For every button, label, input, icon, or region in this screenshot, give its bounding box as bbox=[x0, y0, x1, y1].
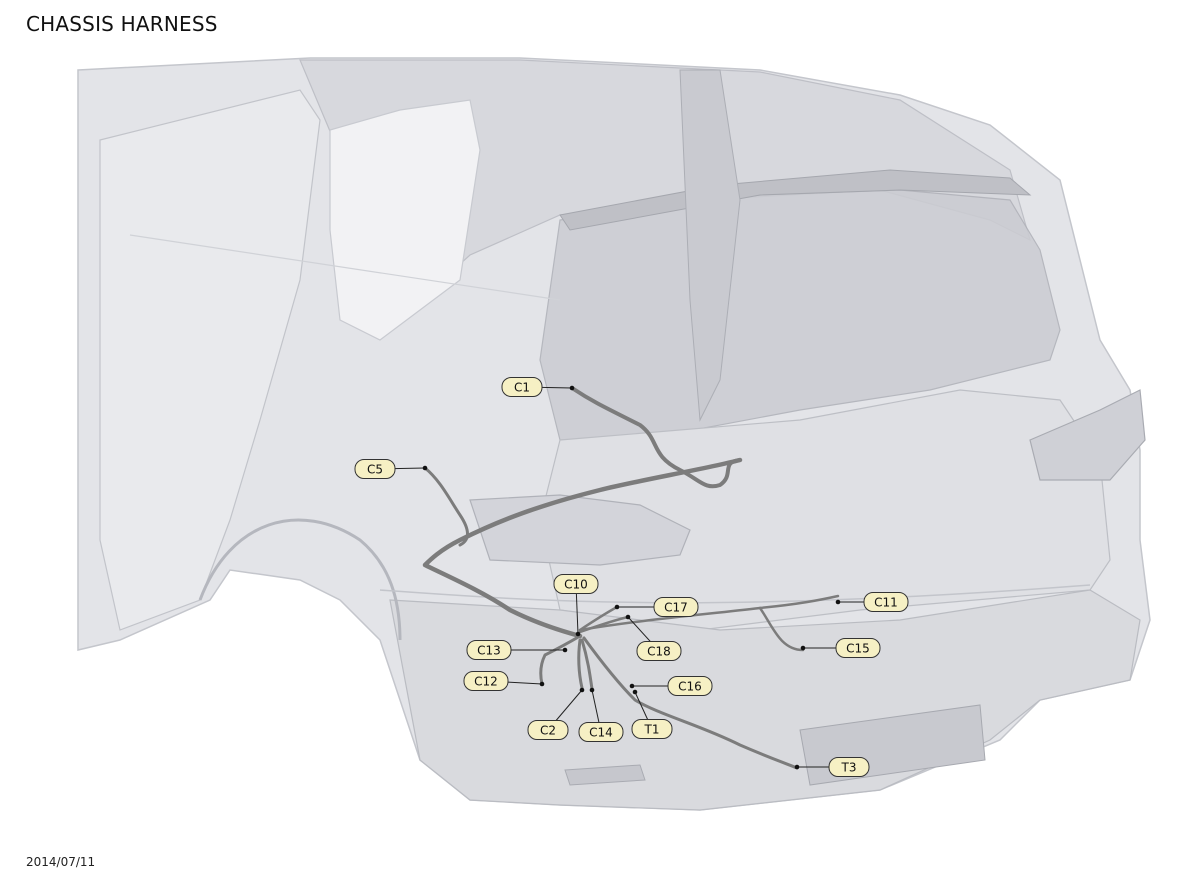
side-window bbox=[329, 99, 481, 341]
callout-t1: T1 bbox=[631, 689, 673, 739]
callout-label: T3 bbox=[841, 761, 857, 775]
harness-wiring bbox=[422, 386, 840, 770]
harness-branch-c13 bbox=[539, 634, 582, 686]
harness-branch-c17 bbox=[578, 605, 619, 632]
callout-c2: C2 bbox=[527, 687, 585, 740]
callout-label: C17 bbox=[664, 601, 688, 615]
callout-t3: T3 bbox=[794, 757, 870, 777]
callout-c13: C13 bbox=[466, 640, 568, 660]
connector-point bbox=[625, 614, 631, 620]
harness-branch-c14 bbox=[580, 638, 594, 691]
callout-label: C13 bbox=[477, 644, 501, 658]
callout-label: C5 bbox=[367, 463, 383, 477]
rear-door-opening bbox=[99, 89, 321, 631]
callout-label: T1 bbox=[644, 723, 660, 737]
body-crease bbox=[379, 584, 1091, 604]
tailgate bbox=[539, 389, 1111, 631]
connector-point bbox=[835, 599, 841, 605]
callout-box bbox=[636, 641, 682, 661]
rear-pillar bbox=[679, 69, 741, 422]
callout-box bbox=[578, 722, 624, 742]
connector-point bbox=[569, 385, 575, 391]
callout-box bbox=[527, 720, 569, 740]
connector-point bbox=[632, 689, 638, 695]
callout-label: C15 bbox=[846, 642, 870, 656]
callout-label: C1 bbox=[514, 381, 530, 395]
callout-box bbox=[667, 676, 713, 696]
vehicle-body bbox=[77, 57, 1151, 811]
callout-box bbox=[631, 719, 673, 739]
harness-branch-c2 bbox=[577, 638, 584, 690]
harness-trunk bbox=[422, 457, 743, 639]
connector-point bbox=[800, 645, 806, 651]
callout-c11: C11 bbox=[835, 592, 909, 612]
connector-point bbox=[794, 764, 800, 770]
callout-c5: C5 bbox=[354, 459, 428, 479]
connector-point bbox=[614, 604, 620, 610]
harness-branch-c5 bbox=[423, 466, 469, 547]
callout-box bbox=[354, 459, 396, 479]
body-crease bbox=[129, 234, 561, 301]
callout-box bbox=[463, 671, 509, 691]
lower-reflector bbox=[564, 764, 646, 786]
callout-label: C2 bbox=[540, 724, 556, 738]
connector-point bbox=[629, 683, 635, 689]
callout-box bbox=[501, 377, 543, 397]
harness-branch-c11 bbox=[578, 594, 840, 632]
callout-box bbox=[553, 574, 599, 594]
callout-c10: C10 bbox=[553, 574, 599, 637]
callout-label: C11 bbox=[874, 596, 898, 610]
page-date: 2014/07/11 bbox=[26, 855, 96, 869]
callout-c1: C1 bbox=[501, 377, 575, 397]
connector-point bbox=[575, 631, 581, 637]
harness-branch-c1 bbox=[570, 386, 742, 489]
connector-point bbox=[539, 681, 545, 687]
connector-point bbox=[562, 647, 568, 653]
tail-lamp bbox=[1029, 389, 1146, 481]
harness-branch-c15 bbox=[758, 606, 805, 652]
callout-label: C14 bbox=[589, 726, 613, 740]
connector-point bbox=[422, 465, 428, 471]
callout-label: C18 bbox=[647, 645, 671, 659]
harness-branch-c18 bbox=[578, 615, 630, 634]
callout-c17: C17 bbox=[614, 597, 699, 617]
connector-point bbox=[579, 687, 585, 693]
harness-branch-t3 bbox=[582, 636, 799, 770]
callout-box bbox=[653, 597, 699, 617]
callout-c12: C12 bbox=[463, 671, 545, 691]
page-title: CHASSIS HARNESS bbox=[26, 12, 218, 36]
callout-c15: C15 bbox=[800, 638, 881, 658]
callout-box bbox=[863, 592, 909, 612]
callout-label: C12 bbox=[474, 675, 498, 689]
callout-c16: C16 bbox=[629, 676, 713, 696]
callout-box bbox=[466, 640, 512, 660]
callout-c18: C18 bbox=[625, 614, 682, 661]
callout-c14: C14 bbox=[578, 687, 624, 742]
callout-box bbox=[828, 757, 870, 777]
callout-box bbox=[835, 638, 881, 658]
wheel-arch bbox=[198, 518, 402, 641]
callout-label: C10 bbox=[564, 578, 588, 592]
callout-label: C16 bbox=[678, 680, 702, 694]
connector-point bbox=[589, 687, 595, 693]
spoiler bbox=[559, 169, 1032, 231]
